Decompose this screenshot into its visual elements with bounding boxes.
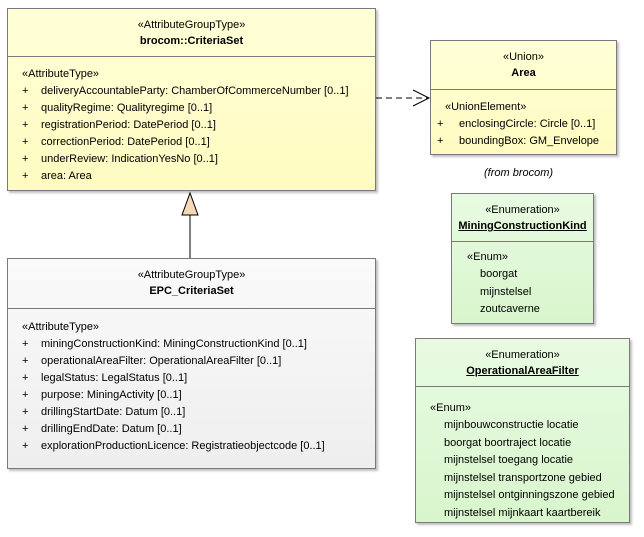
epc-criteria-set-class[interactable]: «AttributeGroupType» EPC_CriteriaSet «At… [7,258,376,469]
attribute-text: underReview: IndicationYesNo [0..1] [41,153,218,165]
attribute-row[interactable]: + correctionPeriod: DatePeriod [0..1] [22,134,375,151]
mining-construction-kind-stereotype: «Enumeration» [485,204,560,216]
criteria-set-section-label: «AttributeType» [22,68,100,80]
attribute-row[interactable]: + enclosingCircle: Circle [0..1] [437,116,616,133]
visibility-marker: + [22,170,29,182]
criteria-set-class[interactable]: «AttributeGroupType» brocom::CriteriaSet… [7,8,376,191]
attribute-row[interactable]: + purpose: MiningActivity [0..1] [22,387,375,404]
attribute-text: miningConstructionKind: MiningConstructi… [41,338,307,350]
mining-construction-kind-name: MiningConstructionKind [458,220,587,232]
attribute-row[interactable]: + miningConstructionKind: MiningConstruct… [22,336,375,353]
area-attributes: «UnionElement» + enclosingCircle: Circle … [431,90,616,150]
criteria-set-attributes: «AttributeType» + deliveryAccountablePart… [8,57,375,185]
attribute-text: deliveryAccountableParty: ChamberOfComme… [41,85,349,97]
attribute-text: purpose: MiningActivity [0..1] [41,389,182,401]
mining-construction-kind-header: «Enumeration» MiningConstructionKind [452,194,593,242]
visibility-marker: + [437,118,444,130]
visibility-marker: + [22,338,29,350]
attribute-text: registrationPeriod: DatePeriod [0..1] [41,119,216,131]
mining-construction-kind-enum[interactable]: «Enumeration» MiningConstructionKind «En… [451,193,594,324]
criteria-set-name: brocom::CriteriaSet [139,35,244,47]
mining-construction-kind-literals: «Enum» boorgat mijnstelsel zoutcaverne [452,242,593,319]
visibility-marker: + [437,135,444,147]
attribute-text: correctionPeriod: DatePeriod [0..1] [41,136,210,148]
attribute-row[interactable]: + legalStatus: LegalStatus [0..1] [22,370,375,387]
attribute-text: boundingBox: GM_Envelope [459,135,600,147]
operational-area-filter-stereotype: «Enumeration» [485,349,560,361]
enum-literal[interactable]: mijnstelsel toegang locatie [444,454,574,466]
criteria-set-stereotype: «AttributeGroupType» [137,19,246,31]
attribute-row[interactable]: + deliveryAccountableParty: ChamberOfComm… [22,83,375,100]
attribute-row[interactable]: + registrationPeriod: DatePeriod [0..1] [22,117,375,134]
attribute-row[interactable]: + explorationProductionLicence: Registrat… [22,438,375,455]
visibility-marker: + [22,153,29,165]
attribute-text: explorationProductionLicence: Registrati… [41,440,325,452]
attribute-text: area: Area [41,170,92,182]
visibility-marker: + [22,406,29,418]
attribute-text: drillingEndDate: Datum [0..1] [41,423,182,435]
area-name: Area [511,67,536,79]
enum-literal[interactable]: boorgat [480,268,518,280]
attribute-row[interactable]: + underReview: IndicationYesNo [0..1] [22,151,375,168]
attribute-row[interactable]: + operationalAreaFilter: OperationalAreaF… [22,353,375,370]
area-from-package: (from brocom) [484,167,554,179]
attribute-row[interactable]: + drillingStartDate: Datum [0..1] [22,404,375,421]
attribute-text: operationalAreaFilter: OperationalAreaFi… [41,355,282,367]
enum-literal[interactable]: mijnbouwconstructie locatie [444,419,579,431]
epc-criteria-set-attributes: «AttributeType» + miningConstructionKind:… [8,309,375,455]
operational-area-filter-name: OperationalAreaFilter [466,365,579,377]
visibility-marker: + [22,389,29,401]
visibility-marker: + [22,355,29,367]
epc-criteria-set-name: EPC_CriteriaSet [149,285,234,297]
dependency-arrowhead [412,89,431,107]
visibility-marker: + [22,136,29,148]
enum-literal[interactable]: mijnstelsel mijnkaart kaartbereik [444,506,601,519]
enum-literal[interactable]: mijnstelsel ontginningszone gebied [444,489,615,501]
mining-construction-kind-section-label: «Enum» [467,251,508,263]
operational-area-filter-header: «Enumeration» OperationalAreaFilter [416,339,629,387]
generalization-arrowhead [181,191,199,216]
attribute-text: legalStatus: LegalStatus [0..1] [41,372,188,384]
area-section-label: «UnionElement» [445,101,527,113]
visibility-marker: + [22,372,29,384]
enum-literal[interactable]: zoutcaverne [480,303,540,315]
criteria-set-header: «AttributeGroupType» brocom::CriteriaSet [8,9,375,57]
enum-literal[interactable]: boorgat boortraject locatie [444,436,572,449]
attribute-text: drillingStartDate: Datum [0..1] [41,406,186,418]
area-header: «Union» Area [431,41,616,90]
area-stereotype: «Union» [503,51,544,63]
enum-literal[interactable]: mijnstelsel [480,285,532,298]
operational-area-filter-literals: «Enum» mijnbouwconstructie locatie boorg… [416,387,629,522]
attribute-text: enclosingCircle: Circle [0..1] [459,118,596,130]
visibility-marker: + [22,423,29,435]
operational-area-filter-enum[interactable]: «Enumeration» OperationalAreaFilter «Enu… [415,338,630,523]
attribute-row[interactable]: + drillingEndDate: Datum [0..1] [22,421,375,438]
attribute-text: qualityRegime: Qualityregime [0..1] [41,102,213,114]
epc-criteria-set-section-label: «AttributeType» [22,321,100,333]
visibility-marker: + [22,85,29,97]
attribute-row[interactable]: + qualityRegime: Qualityregime [0..1] [22,100,375,117]
visibility-marker: + [22,119,29,131]
attribute-row[interactable]: + area: Area [22,168,375,185]
operational-area-filter-section-label: «Enum» [430,402,471,414]
visibility-marker: + [22,102,29,114]
visibility-marker: + [22,440,29,452]
epc-criteria-set-header: «AttributeGroupType» EPC_CriteriaSet [8,259,375,309]
attribute-row[interactable]: + boundingBox: GM_Envelope [437,133,616,150]
enum-literal[interactable]: mijnstelsel transportzone gebied [444,471,602,484]
area-union-class[interactable]: «Union» Area «UnionElement» + enclosingCi… [430,40,617,155]
epc-criteria-set-stereotype: «AttributeGroupType» [137,269,246,281]
